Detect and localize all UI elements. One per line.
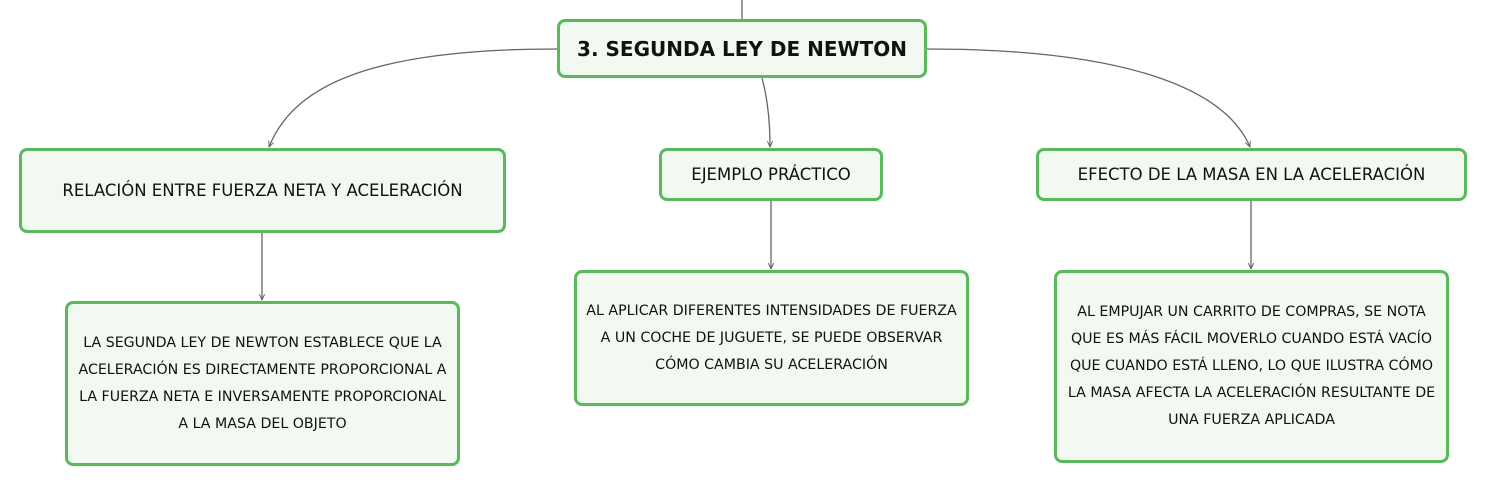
detail-node-text: LA SEGUNDA LEY DE NEWTON ESTABLECE QUE L… bbox=[78, 334, 447, 432]
detail-node-relacion[interactable]: LA SEGUNDA LEY DE NEWTON ESTABLECE QUE L… bbox=[65, 301, 460, 466]
connector-root-to-efecto bbox=[926, 48, 1250, 147]
branch-node-efecto[interactable]: EFECTO DE LA MASA EN LA ACELERACIÓN bbox=[1036, 148, 1467, 201]
branch-node-label: EFECTO DE LA MASA EN LA ACELERACIÓN bbox=[1077, 165, 1426, 184]
branch-node-label: RELACIÓN ENTRE FUERZA NETA Y ACELERACIÓN bbox=[62, 181, 463, 200]
branch-node-ejemplo[interactable]: EJEMPLO PRÁCTICO bbox=[659, 148, 883, 201]
detail-node-text: AL EMPUJAR UN CARRITO DE COMPRAS, SE NOT… bbox=[1067, 304, 1436, 428]
branch-node-relacion[interactable]: RELACIÓN ENTRE FUERZA NETA Y ACELERACIÓN bbox=[19, 148, 506, 233]
branch-node-label: EJEMPLO PRÁCTICO bbox=[691, 165, 851, 184]
detail-node-ejemplo[interactable]: AL APLICAR DIFERENTES INTENSIDADES DE FU… bbox=[574, 270, 969, 406]
root-node-label: 3. SEGUNDA LEY DE NEWTON bbox=[577, 36, 907, 61]
connector-root-to-relacion bbox=[269, 48, 558, 147]
detail-node-text: AL APLICAR DIFERENTES INTENSIDADES DE FU… bbox=[586, 302, 957, 373]
connector-root-to-ejemplo bbox=[761, 77, 770, 147]
root-node[interactable]: 3. SEGUNDA LEY DE NEWTON bbox=[557, 19, 927, 78]
detail-node-efecto[interactable]: AL EMPUJAR UN CARRITO DE COMPRAS, SE NOT… bbox=[1054, 270, 1449, 463]
